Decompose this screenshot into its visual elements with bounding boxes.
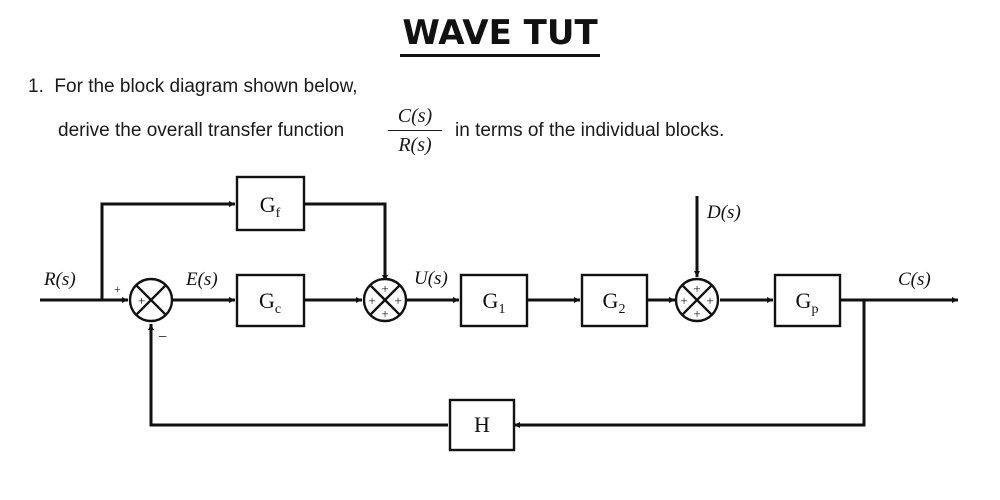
fraction-numerator: C(s) bbox=[397, 105, 433, 127]
signal-label-input: R(s) bbox=[43, 269, 76, 290]
block-g1-label: G1 bbox=[483, 288, 506, 317]
block-h bbox=[448, 398, 516, 452]
block-gp-label: Gp bbox=[796, 288, 819, 317]
sj2-top-plus-sign: + bbox=[381, 281, 388, 296]
sj3-left-plus-sign: + bbox=[680, 293, 687, 308]
sj3-top-plus-sign: + bbox=[693, 281, 700, 296]
signal-label-error: E(s) bbox=[185, 269, 218, 290]
wire-gf-to-sj2 bbox=[305, 202, 388, 281]
block-g2-label: G2 bbox=[603, 288, 626, 317]
block-gc-label: Gc bbox=[259, 288, 281, 317]
question-text-2-after: in terms of the individual blocks. bbox=[455, 120, 725, 141]
transfer-function-fraction: C(s) R(s) bbox=[384, 103, 446, 158]
signal-label-output: C(s) bbox=[898, 269, 931, 290]
sj3-right-plus-sign: + bbox=[706, 293, 713, 308]
signal-label-disturbance: D(s) bbox=[706, 202, 741, 223]
sj1-outer-plus-sign: + bbox=[114, 282, 121, 296]
block-g1 bbox=[459, 273, 529, 328]
block-h-label: H bbox=[474, 412, 490, 437]
wire-feedforward-to-gf bbox=[100, 201, 235, 300]
sj3-bottom-plus-sign: + bbox=[693, 306, 700, 321]
signal-label-control: U(s) bbox=[414, 268, 448, 289]
question-number: 1. bbox=[28, 76, 44, 97]
block-gf-label: Gf bbox=[260, 192, 281, 221]
summing-junction-2 bbox=[362, 277, 408, 323]
page-title: WAVE TUT bbox=[0, 8, 1000, 58]
fraction-denominator: R(s) bbox=[398, 134, 432, 156]
wire-feedback-to-h bbox=[514, 300, 866, 428]
summing-junction-3 bbox=[674, 277, 720, 323]
wire-h-to-sj1 bbox=[148, 324, 448, 427]
fraction-bar bbox=[388, 130, 442, 131]
block-gc bbox=[235, 273, 306, 328]
question-text-2-before: derive the overall transfer function bbox=[58, 120, 345, 141]
block-gf bbox=[235, 175, 306, 232]
question-text-1: For the block diagram shown below, bbox=[54, 76, 358, 97]
block-gp bbox=[773, 273, 842, 328]
sj2-right-plus-sign: + bbox=[394, 293, 401, 308]
sj1-left-plus-sign: + bbox=[138, 293, 145, 308]
block-g2 bbox=[580, 273, 649, 328]
page-title-text: WAVE TUT bbox=[400, 13, 600, 57]
sj1-minus-sign: − bbox=[158, 329, 167, 346]
summing-junction-1 bbox=[128, 277, 174, 323]
question-line-1: 1. For the block diagram shown below, bbox=[28, 76, 358, 98]
sj2-bottom-plus-sign: + bbox=[381, 306, 388, 321]
sj2-left-plus-sign: + bbox=[368, 293, 375, 308]
